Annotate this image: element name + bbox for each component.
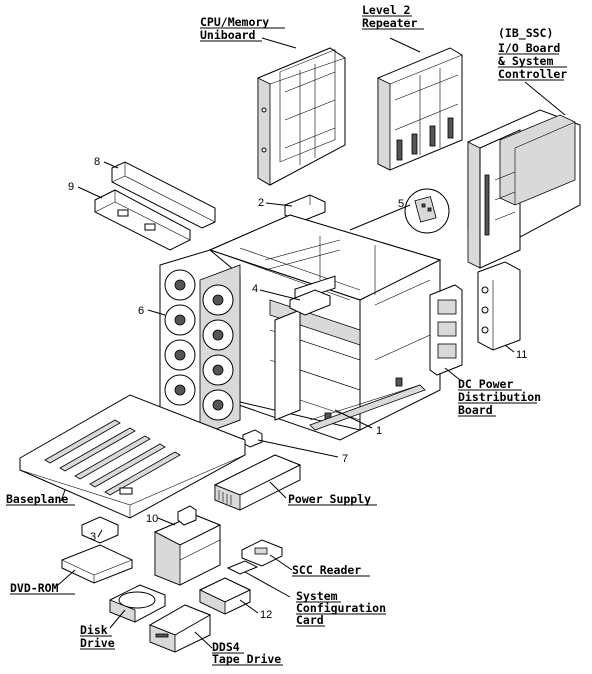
fan-tray-part-6 [159, 249, 241, 436]
label-dds4-line2: Tape Drive [212, 652, 281, 666]
dc-power-distribution-board [429, 284, 463, 376]
label-scc-reader: SCC Reader [292, 563, 361, 577]
callout-3: 3 [90, 531, 96, 543]
part-5-inset [404, 188, 450, 234]
part-4 [289, 289, 331, 316]
label-baseplane: Baseplane [6, 492, 68, 506]
part-3 [81, 516, 119, 544]
label-dc-power-line2: Distribution [458, 390, 541, 404]
label-dc-power-line1: DC Power [458, 377, 513, 391]
power-supply [213, 454, 302, 511]
callout-8: 8 [94, 156, 100, 168]
callout-1: 1 [376, 425, 382, 437]
callout-6: 6 [138, 305, 144, 317]
label-dds4-line1: DDS4 [212, 640, 240, 654]
callout-7: 7 [342, 453, 348, 465]
label-disk-drive-line1: Disk [80, 623, 108, 637]
bracket-part-9 [94, 189, 191, 251]
dds4-tape-drive [148, 604, 212, 653]
part-2 [284, 194, 326, 223]
callout-9: 9 [68, 181, 74, 193]
part-11 [477, 261, 521, 351]
drive-cage-part-10 [153, 505, 222, 586]
label-dvd-rom: DVD-ROM [10, 581, 59, 595]
label-system-config-line2: Configuration [296, 601, 386, 615]
callout-5: 5 [398, 198, 404, 210]
level2-repeater [377, 47, 463, 171]
scc-reader [241, 539, 283, 567]
callout-4: 4 [252, 283, 258, 295]
part-12 [198, 577, 252, 615]
part-7 [242, 429, 263, 448]
callout-11: 11 [516, 349, 527, 361]
label-disk-drive-line2: Drive [80, 636, 115, 650]
labels: CPU/Memory Uniboard Level 2 Repeater (IB… [6, 3, 567, 666]
label-cpu-memory-line2: Uniboard [200, 28, 255, 42]
label-dc-power-line3: Board [458, 403, 493, 417]
leader-lines [57, 37, 566, 649]
top-panel-part-8 [111, 161, 216, 229]
label-cpu-memory-line1: CPU/Memory [200, 15, 269, 29]
callout-numbers: 1 2 3 4 5 6 7 8 9 10 11 12 [68, 156, 527, 621]
label-level2-line2: Repeater [362, 16, 417, 30]
label-ib-ssc-line3: & System [498, 54, 553, 68]
callout-10: 10 [146, 513, 158, 525]
disk-drive [109, 584, 166, 623]
callout-2: 2 [258, 197, 264, 209]
system-configuration-card [226, 560, 259, 575]
dvd-rom [61, 544, 133, 584]
label-level2-line1: Level 2 [362, 3, 410, 17]
cpu-memory-uniboard [257, 47, 346, 186]
label-ib-ssc-line2: I/O Board [498, 41, 560, 55]
label-system-config-line3: Card [296, 613, 324, 627]
label-ib-ssc-line4: Controller [498, 67, 567, 81]
label-power-supply: Power Supply [288, 492, 371, 506]
callout-12: 12 [260, 609, 272, 621]
label-ib-ssc-line1: (IB_SSC) [498, 26, 553, 41]
main-chassis [208, 214, 442, 441]
baseplane [19, 394, 246, 519]
label-system-config-line1: System [296, 589, 338, 603]
ib-ssc-board [467, 109, 581, 269]
